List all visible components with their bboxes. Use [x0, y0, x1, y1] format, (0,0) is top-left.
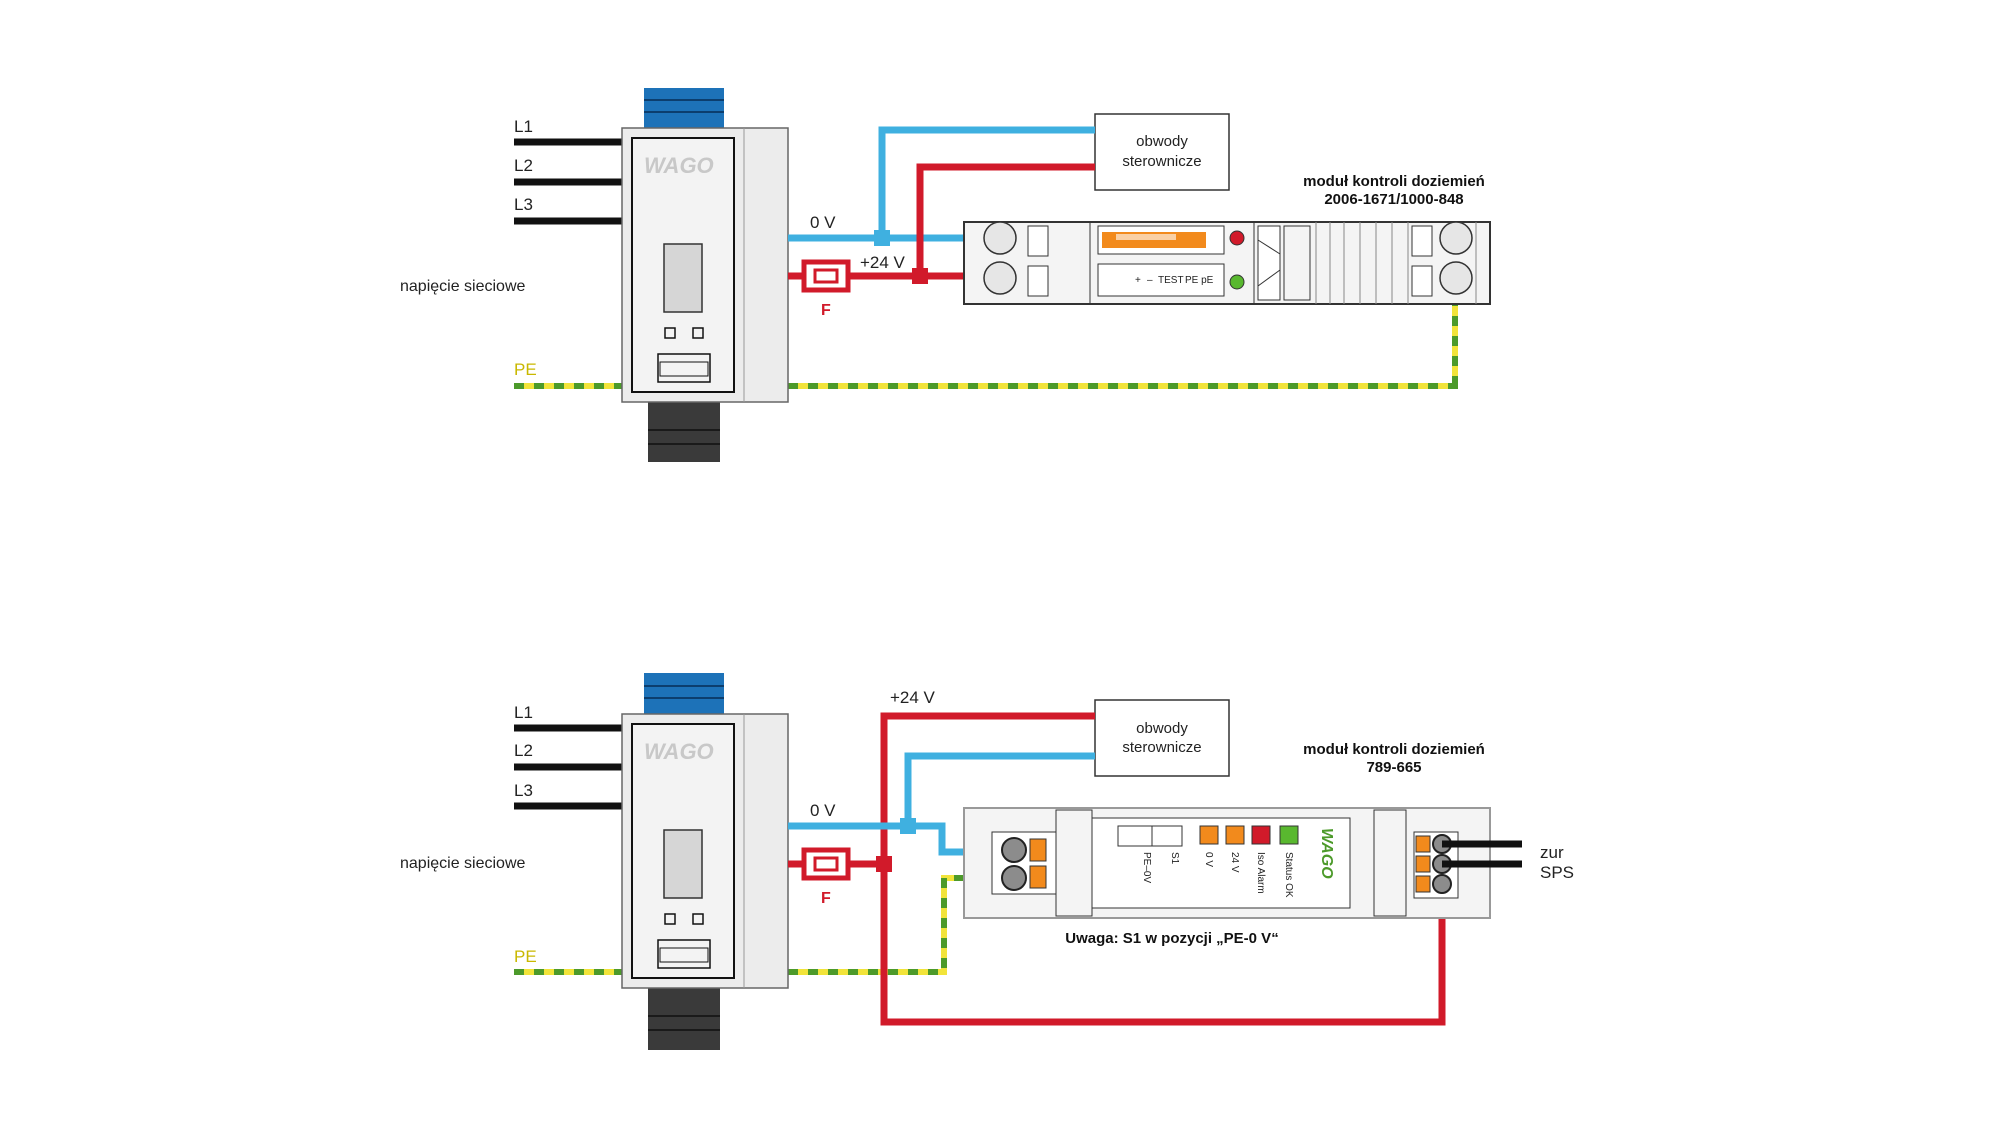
top-l2-label: L2 — [514, 156, 533, 175]
bottom-control-line2: sterownicze — [1122, 739, 1201, 756]
bottom-power-supply: WAGO — [621, 673, 789, 1050]
top-module-minus: – — [1147, 275, 1153, 286]
bottom-module-number: 789-665 — [1366, 759, 1421, 776]
top-fuse-label: F — [821, 302, 831, 319]
bottom-module-status-ok: Status OK — [1283, 852, 1294, 898]
top-l3-label: L3 — [514, 195, 533, 214]
bottom-note: Uwaga: S1 w pozycji „PE-0 V“ — [1065, 930, 1278, 947]
bottom-mains-label: napięcie sieciowe — [400, 855, 526, 872]
top-mains-label: napięcie sieciowe — [400, 278, 526, 295]
bottom-l1-label: L1 — [514, 703, 533, 722]
bottom-wago-logo: WAGO — [644, 739, 714, 764]
bottom-l2-label: L2 — [514, 741, 533, 760]
bottom-diagram: L1 L2 L3 napięcie sieciowe PE WAGO — [400, 673, 1574, 1050]
bottom-fuse-label: F — [821, 890, 831, 907]
bottom-control-circuits-box: obwody sterownicze — [1094, 699, 1230, 777]
bottom-module-24v: 24 V — [1229, 852, 1240, 873]
top-mains-lines: L1 L2 L3 — [514, 117, 622, 225]
top-insulation-module: + – TEST PE pE — [963, 221, 1491, 305]
bottom-insulation-module: S1 PE–0V 0 V 24 V Iso Alarm Status OK WA… — [963, 807, 1491, 919]
bottom-mains-lines: L1 L2 L3 — [514, 703, 622, 810]
top-module-number: 2006-1671/1000-848 — [1324, 191, 1463, 208]
top-24v-label: +24 V — [860, 253, 906, 272]
bottom-module-iso-alarm: Iso Alarm — [1255, 852, 1266, 894]
bottom-24v-label: +24 V — [890, 688, 936, 707]
top-wago-logo: WAGO — [644, 153, 714, 178]
bottom-0v-label: 0 V — [810, 801, 836, 820]
top-control-line1: obwody — [1136, 133, 1188, 150]
top-module-test: TEST — [1158, 275, 1184, 286]
bottom-sps-wires — [1442, 840, 1522, 868]
bottom-module-0v: 0 V — [1203, 852, 1214, 867]
top-fuse — [801, 259, 851, 293]
top-l1-label: L1 — [514, 117, 533, 136]
bottom-fuse — [801, 847, 851, 881]
top-module-title: moduł kontroli doziemień — [1303, 173, 1485, 190]
top-diagram: L1 L2 L3 napięcie sieciowe PE WAGO — [400, 88, 1491, 462]
top-0v-label: 0 V — [810, 213, 836, 232]
top-module-plus: + — [1135, 275, 1141, 286]
bottom-sps-line1: zur — [1540, 843, 1564, 862]
top-pe-label: PE — [514, 360, 537, 379]
bottom-module-s1: S1 — [1169, 852, 1180, 865]
bottom-module-pe0v: PE–0V — [1141, 852, 1152, 883]
top-module-pe: PE pE — [1185, 275, 1214, 286]
bottom-sps-line2: SPS — [1540, 863, 1574, 882]
top-control-line2: sterownicze — [1122, 153, 1201, 170]
bottom-pe-label: PE — [514, 947, 537, 966]
bottom-module-title: moduł kontroli doziemień — [1303, 741, 1485, 758]
top-power-supply: WAGO — [621, 88, 789, 462]
bottom-module-wago-logo: WAGO — [1318, 828, 1335, 879]
top-control-circuits-box: obwody sterownicze — [1094, 113, 1230, 191]
bottom-l3-label: L3 — [514, 781, 533, 800]
bottom-control-line1: obwody — [1136, 720, 1188, 737]
